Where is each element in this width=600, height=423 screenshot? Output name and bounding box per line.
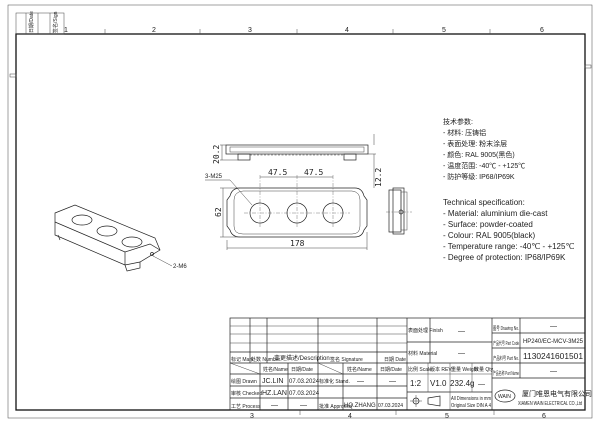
zone-b6: 6 bbox=[542, 413, 546, 420]
zone-3: 3 bbox=[248, 27, 252, 34]
zone-6: 6 bbox=[540, 27, 544, 34]
original-size-note: Original Size DIN A 4 bbox=[451, 403, 491, 409]
tech-cn-line: - 颜色: RAL 9005(黑色) bbox=[443, 150, 515, 159]
tech-cn-line: - 温度范围: -40℃ - +125℃ bbox=[443, 161, 525, 170]
part-name-label: 产品名称 Part Name bbox=[493, 370, 519, 377]
tech-cn-line: - 表面处理: 粉末涂层 bbox=[443, 139, 507, 148]
isometric-view: 2-M6 bbox=[54, 204, 187, 272]
material-value: — bbox=[458, 350, 465, 357]
zone-b4: 4 bbox=[348, 413, 352, 420]
tech-cn-title: 技术参数: bbox=[443, 117, 473, 126]
dim-offset: 12.2 bbox=[374, 168, 383, 187]
drawn-name: JC.LIN bbox=[262, 378, 283, 385]
revision-sign-label: 签名/Sign bbox=[52, 11, 59, 33]
approved-label: 批准 Approved bbox=[319, 403, 352, 410]
part-code-label: 产品代号 Part Code bbox=[493, 340, 519, 347]
part-code-value: HP240/EC-MCV-3M25 bbox=[523, 339, 584, 345]
dimensions-note: All Dimensions in mm bbox=[451, 396, 491, 402]
zone-5: 5 bbox=[442, 27, 446, 34]
process-date: — bbox=[300, 402, 307, 409]
date-label: 日期 Date bbox=[384, 357, 406, 363]
zone-markers-top: 1 2 3 4 5 6 bbox=[64, 27, 544, 34]
zone-4: 4 bbox=[345, 27, 349, 34]
number-label: 处数 Number bbox=[251, 356, 281, 363]
drawn-date: 07.03.2024 bbox=[289, 379, 320, 385]
mark-label: 标记 Mark bbox=[231, 356, 254, 363]
part-no-value: 1130241601501 bbox=[523, 352, 584, 361]
checked-label: 审核 Checked bbox=[231, 390, 262, 397]
company-logo: WAIN bbox=[494, 389, 516, 403]
tech-en-line: - Temperature range: -40℃ - +125℃ bbox=[443, 242, 574, 251]
qty-label: 数量 Qty. bbox=[474, 366, 494, 373]
weight-value: 232.4g bbox=[450, 379, 474, 388]
title-block: 标记 Mark 处数 Number 变更描述/Description 签名 Si… bbox=[229, 317, 592, 411]
date-header-2: 日期/Date bbox=[380, 367, 402, 373]
dim-length: 178 bbox=[290, 239, 305, 248]
qty-value: — bbox=[478, 381, 485, 388]
front-view: 47.5 47.5 3-M25 62 178 bbox=[205, 168, 368, 250]
stand-label: 标准化 Stand. bbox=[319, 378, 350, 385]
revision-box: 日期/Date 签名/Sign bbox=[15, 11, 65, 35]
tech-spec-cn: 技术参数: - 材料: 压铸铝 - 表面处理: 粉末涂层 - 颜色: RAL 9… bbox=[443, 117, 525, 181]
logo-text: WAIN bbox=[498, 394, 511, 400]
signature-label: 签名 Signature bbox=[330, 356, 363, 363]
stand-name: — bbox=[357, 378, 364, 385]
process-label: 工艺 Process bbox=[231, 404, 261, 410]
tech-cn-line: - 材料: 压铸铝 bbox=[443, 128, 486, 137]
name-header-2: 姓名/Name bbox=[347, 366, 372, 373]
zone-1: 1 bbox=[64, 27, 68, 34]
name-header: 姓名/Name bbox=[263, 366, 288, 373]
tech-en-title: Technical specification: bbox=[443, 198, 525, 207]
outer-border bbox=[7, 4, 593, 419]
description-label: 变更描述/Description bbox=[274, 354, 330, 362]
part-name-value: — bbox=[550, 368, 557, 375]
drawing-no-value: — bbox=[550, 323, 557, 330]
company-name-cn: 厦门唯恩电气有限公司 bbox=[522, 389, 592, 398]
scale-label: 比例 Scale bbox=[408, 366, 432, 373]
tech-cn-line: - 防护等级: IP68/IP69K bbox=[443, 172, 515, 181]
zone-markers-bottom: 3 4 5 6 bbox=[250, 410, 546, 420]
projection-symbol-icon bbox=[410, 395, 441, 407]
drawn-label: 绘图 Drawn bbox=[231, 378, 257, 385]
drawing-no-label: 图号 Drawing No. bbox=[493, 326, 519, 332]
thread-holes-callout: 3-M25 bbox=[205, 174, 223, 180]
material-label: 材料 Material bbox=[408, 350, 437, 357]
checked-name: HZ.LAN bbox=[262, 390, 287, 397]
center-mark-left bbox=[9, 73, 17, 78]
tech-en-line: - Colour: RAL 9005(black) bbox=[443, 231, 536, 240]
rev-value: V1.0 bbox=[430, 379, 447, 388]
mount-holes-callout: 2-M6 bbox=[173, 264, 187, 270]
scale-value: 1:2 bbox=[410, 379, 422, 388]
revision-date-label: 日期/Date bbox=[29, 11, 35, 33]
stand-date: — bbox=[389, 378, 396, 385]
dim-height: 20.2 bbox=[212, 145, 221, 164]
approved-date: 07.03.2024 bbox=[378, 403, 403, 409]
tech-spec-en: Technical specification: - Material: alu… bbox=[443, 198, 574, 262]
dim-width: 62 bbox=[214, 207, 223, 217]
finish-label: 表面处理 Finish bbox=[408, 327, 443, 334]
zone-2: 2 bbox=[152, 27, 156, 34]
weight-label: 重量 Weight bbox=[451, 366, 478, 373]
date-header: 日期/Date bbox=[291, 367, 313, 373]
process-name: — bbox=[271, 402, 278, 409]
side-view-top: 20.2 12.2 bbox=[212, 134, 383, 188]
dim-pitch-1: 47.5 bbox=[268, 168, 287, 177]
approved-name: HQ.ZHANG bbox=[344, 403, 376, 409]
zone-b5: 5 bbox=[445, 413, 449, 420]
finish-value: — bbox=[458, 328, 465, 335]
center-mark-right bbox=[584, 64, 592, 69]
rev-label: 版本 REV. bbox=[430, 366, 453, 373]
zone-b3: 3 bbox=[250, 413, 254, 420]
tech-en-line: - Degree of protection: IP68/IP69K bbox=[443, 253, 566, 262]
checked-date: 07.03.2024 bbox=[289, 391, 320, 397]
company-name-en: XIAMEN WAIN ELECTRICAL CO.,Ltd bbox=[518, 401, 582, 407]
side-view-right bbox=[386, 187, 412, 235]
tech-en-line: - Surface: powder-coated bbox=[443, 220, 533, 229]
part-no-label: 产品料号 Part No. bbox=[493, 355, 519, 362]
dim-pitch-2: 47.5 bbox=[304, 168, 323, 177]
tech-en-line: - Material: aluminium die-cast bbox=[443, 209, 548, 218]
